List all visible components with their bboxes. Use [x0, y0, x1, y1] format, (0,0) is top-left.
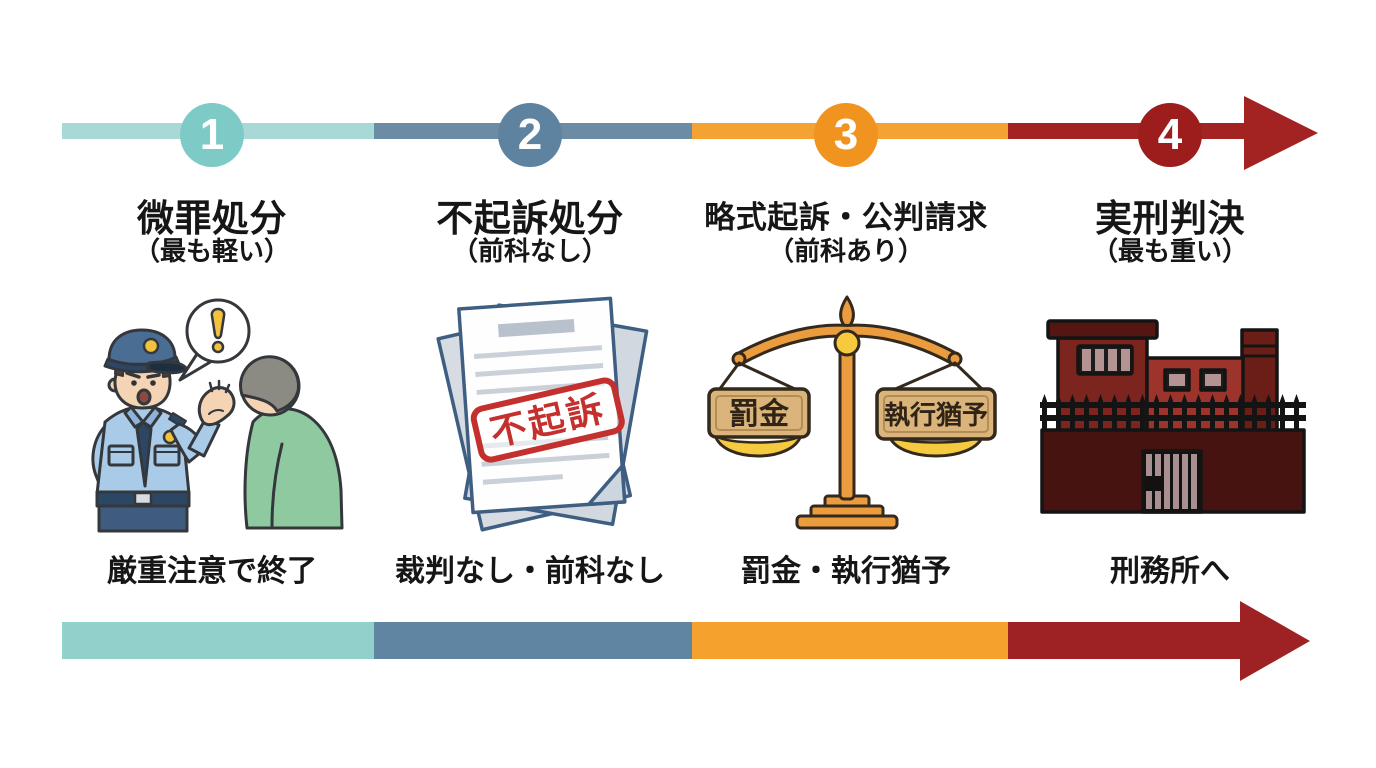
step-3-caption: 罰金・執行猶予: [741, 555, 951, 588]
scale-left-plaque: 罰金: [707, 387, 811, 439]
timeline-segment-4: [1008, 123, 1244, 139]
bottom-arrow-segment-2: [374, 622, 692, 659]
raised-hand: [197, 379, 236, 427]
prison-fence: [1040, 394, 1306, 430]
suspended-sentence-label: 執行猶予: [884, 400, 988, 430]
step-4-number: 4: [1157, 110, 1183, 159]
step-3-number: 3: [833, 110, 859, 159]
step-2-caption: 裁判なし・前科なし: [395, 555, 665, 588]
step-1-number: 1: [199, 110, 225, 159]
step-4-circle: 4: [1138, 103, 1202, 167]
fine-label: 罰金: [729, 397, 790, 431]
step-2-subtitle: （前科なし）: [451, 236, 608, 266]
scale-beam: [731, 323, 963, 367]
bottom-arrow-segment-4: [1008, 622, 1240, 659]
police-cap: [103, 328, 188, 375]
step-3-title: 略式起訴・公判請求: [704, 200, 988, 235]
exclamation-icon: [210, 307, 226, 354]
step-1-subtitle: （最も軽い）: [133, 236, 290, 266]
bottom-arrow-segment-1: [62, 622, 374, 659]
scale-right-plaque: 執行猶予: [875, 387, 997, 441]
step-2-circle: 2: [498, 103, 562, 167]
scale-strings: [717, 361, 985, 392]
top-arrow-head-icon: [1244, 96, 1318, 170]
step-4-caption: 刑務所へ: [1110, 555, 1230, 588]
step-4-title: 実刑判決: [1095, 198, 1245, 239]
step-3-subtitle: （前科あり）: [767, 236, 924, 266]
scale-base: [795, 494, 899, 530]
step-2-title: 不起訴処分: [436, 198, 624, 239]
police-warning-illustration: [91, 298, 344, 533]
justice-scale-illustration: 罰金 執行猶予: [707, 295, 997, 530]
police-officer: [91, 328, 236, 533]
step-2-number: 2: [517, 110, 543, 159]
bowing-person: [238, 355, 344, 530]
bottom-arrow-head-icon: [1240, 601, 1310, 681]
step-1-circle: 1: [180, 103, 244, 167]
step-1-title: 微罪処分: [137, 198, 287, 239]
step-4-subtitle: （最も重い）: [1091, 236, 1248, 266]
step-1-caption: 厳重注意で終了: [107, 555, 317, 588]
document-stack-illustration: 不起訴: [436, 296, 649, 532]
step-3-circle: 3: [814, 103, 878, 167]
bottom-arrow-segment-3: [692, 622, 1008, 659]
prison-building-illustration: [1040, 319, 1306, 514]
prison-gate: [1141, 449, 1203, 514]
